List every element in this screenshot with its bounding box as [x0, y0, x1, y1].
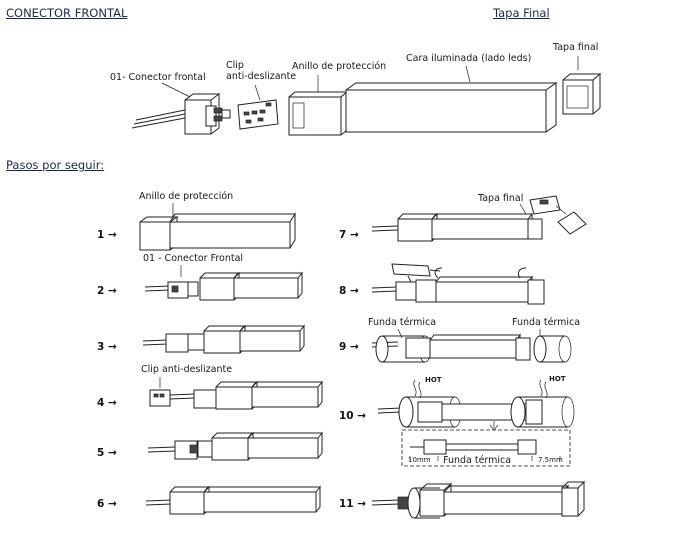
label-anti-deslizante: anti-deslizante	[226, 71, 297, 82]
exploded-clip	[237, 84, 279, 130]
pasos-heading: Pasos por seguir:	[6, 158, 105, 172]
step-4-drawing	[149, 377, 324, 410]
label-conector-frontal: 01- Conector frontal	[110, 72, 206, 83]
step10-hot-a: HOT	[425, 376, 442, 384]
step9-label-funda-a: Funda térmica	[368, 317, 437, 328]
step-8-drawing	[371, 263, 545, 305]
step10-dim-10mm: 10mm	[408, 456, 431, 464]
step7-label-tapa: Tapa final	[478, 193, 524, 204]
step-6-number: 6 →	[97, 498, 117, 510]
step-2-drawing	[144, 265, 304, 301]
step-2-number: 2 →	[97, 285, 117, 297]
step10-label-funda: Funda térmica	[443, 455, 512, 466]
step-5-number: 5 →	[97, 447, 117, 459]
step-1-number: 1 →	[97, 229, 117, 241]
conector-frontal-heading: CONECTOR FRONTAL	[6, 6, 128, 20]
label-cara-iluminada: Cara iluminada (lado leds)	[406, 53, 532, 64]
step-11-drawing	[371, 480, 586, 519]
step-9-drawing	[371, 328, 572, 363]
step-10-drawing	[377, 379, 575, 467]
step-1-drawing	[139, 203, 296, 251]
label-clip: Clip	[226, 60, 244, 71]
step-8-number: 8 →	[339, 285, 359, 297]
exploded-connector	[131, 82, 231, 135]
exploded-anillo	[288, 75, 349, 136]
step-4-number: 4 →	[97, 397, 117, 409]
step2-label-conector: 01 - Conector Frontal	[143, 253, 244, 264]
exploded-cara-iluminada	[345, 65, 558, 133]
tapa-final-heading: Tapa Final	[493, 6, 550, 20]
label-tapa-final: Tapa final	[553, 42, 599, 53]
step-11-number: 11 →	[339, 498, 367, 510]
step-5-drawing	[147, 431, 324, 461]
step9-label-funda-b: Funda térmica	[512, 317, 581, 328]
step-9-number: 9 →	[339, 341, 359, 353]
step-3-drawing	[142, 324, 306, 354]
step-6-drawing	[145, 485, 322, 515]
step10-hot-b: HOT	[549, 375, 566, 383]
step-7-number: 7 →	[339, 229, 359, 241]
step4-label-clip: Clip anti-deslizante	[141, 364, 233, 375]
step-3-number: 3 →	[97, 341, 117, 353]
step1-label-anillo: Anillo de protección	[139, 191, 234, 202]
step-10-number: 10 →	[339, 410, 367, 422]
step-7-drawing	[371, 195, 587, 242]
step10-dim-75mm: 7.5mm	[538, 456, 563, 464]
label-anillo-proteccion: Anillo de protección	[292, 61, 387, 72]
exploded-tapa	[562, 56, 602, 115]
